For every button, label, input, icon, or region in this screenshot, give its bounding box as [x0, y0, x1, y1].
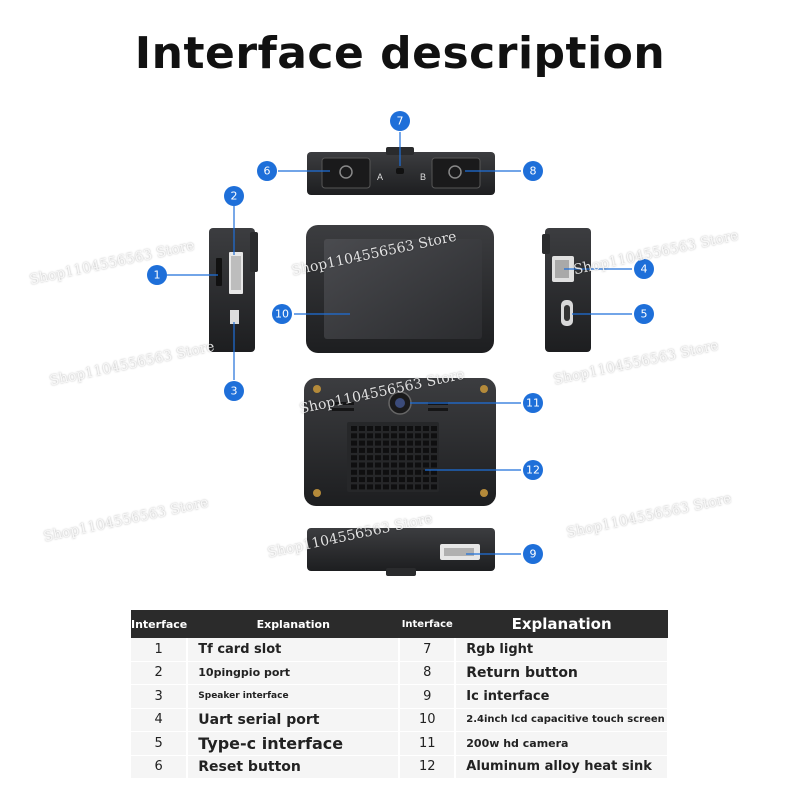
svg-text:8: 8: [530, 165, 537, 178]
interface-explanation: Ic interface: [455, 684, 669, 709]
table-row: 2 10pingpio port 8 Return button: [131, 661, 669, 685]
table-row: 5 Type-c interface 11 200w hd camera: [131, 731, 669, 756]
interface-explanation: Speaker interface: [187, 684, 401, 709]
interface-explanation: Return button: [455, 661, 669, 685]
table-row: 3 Speaker interface 9 Ic interface: [131, 684, 669, 709]
interface-explanation: Rgb light: [455, 638, 669, 662]
callout-2: 2: [224, 186, 244, 206]
device-back-view: [304, 378, 496, 506]
interface-explanation: Type-c interface: [187, 731, 401, 756]
svg-text:5: 5: [641, 308, 648, 321]
button-b-label: B: [420, 172, 426, 182]
interface-explanation: Uart serial port: [187, 708, 401, 732]
interface-number: 5: [131, 731, 189, 756]
table-header-row: Interface Explanation Interface Explanat…: [131, 610, 668, 638]
callout-4: 4: [634, 259, 654, 279]
page-title: Interface description: [134, 28, 666, 79]
header-interface: Interface: [399, 610, 456, 638]
interface-number: 7: [399, 638, 457, 662]
device-right-view: [542, 228, 591, 352]
svg-text:12: 12: [526, 464, 540, 477]
svg-text:3: 3: [231, 385, 238, 398]
interface-table: Interface Explanation Interface Explanat…: [131, 610, 669, 779]
device-bottom-view: [307, 528, 495, 576]
device-front-view: [306, 225, 494, 353]
header-interface: Interface: [131, 610, 188, 638]
interface-explanation: 10pingpio port: [187, 661, 401, 685]
device-top-view: A B: [307, 147, 495, 195]
interface-explanation: 2.4inch lcd capacitive touch screen: [455, 708, 669, 732]
callout-12: 12: [523, 460, 543, 480]
callout-7: 7: [390, 111, 410, 131]
callout-1: 1: [147, 265, 167, 285]
device-diagram: A B: [147, 111, 654, 576]
device-left-view: [209, 228, 258, 352]
callout-6: 6: [257, 161, 277, 181]
svg-text:10: 10: [275, 308, 289, 321]
callout-5: 5: [634, 304, 654, 324]
svg-text:6: 6: [264, 165, 271, 178]
button-a-label: A: [377, 172, 383, 182]
interface-number: 4: [131, 708, 189, 732]
svg-text:4: 4: [641, 263, 648, 276]
svg-text:1: 1: [154, 269, 161, 282]
interface-number: 6: [131, 755, 189, 779]
svg-text:9: 9: [530, 548, 537, 561]
interface-number: 10: [399, 708, 457, 732]
callout-10: 10: [272, 304, 292, 324]
interface-number: 11: [399, 731, 457, 756]
callout-11: 11: [523, 393, 543, 413]
table-row: 6 Reset button 12 Aluminum alloy heat si…: [131, 755, 669, 779]
interface-number: 2: [131, 661, 189, 685]
table-row: 4 Uart serial port 10 2.4inch lcd capaci…: [131, 708, 669, 732]
interface-number: 8: [399, 661, 457, 685]
svg-text:2: 2: [231, 190, 238, 203]
interface-explanation: Reset button: [187, 755, 401, 779]
header-explanation: Explanation: [187, 610, 400, 638]
callout-3: 3: [224, 381, 244, 401]
table-row: 1 Tf card slot 7 Rgb light: [131, 638, 669, 662]
interface-number: 1: [131, 638, 189, 662]
interface-explanation: Tf card slot: [187, 638, 401, 662]
header-explanation: Explanation: [455, 610, 668, 638]
callout-9: 9: [523, 544, 543, 564]
svg-text:11: 11: [526, 397, 540, 410]
interface-number: 12: [399, 755, 457, 779]
interface-explanation: Aluminum alloy heat sink: [455, 755, 669, 779]
leader-lines: [167, 132, 632, 555]
interface-explanation: 200w hd camera: [455, 731, 669, 756]
callout-8: 8: [523, 161, 543, 181]
interface-number: 9: [399, 684, 457, 709]
interface-number: 3: [131, 684, 189, 709]
callouts: 1 2 3 4 5 6 7 8 9 10 11 12: [147, 111, 654, 564]
svg-text:7: 7: [397, 115, 404, 128]
